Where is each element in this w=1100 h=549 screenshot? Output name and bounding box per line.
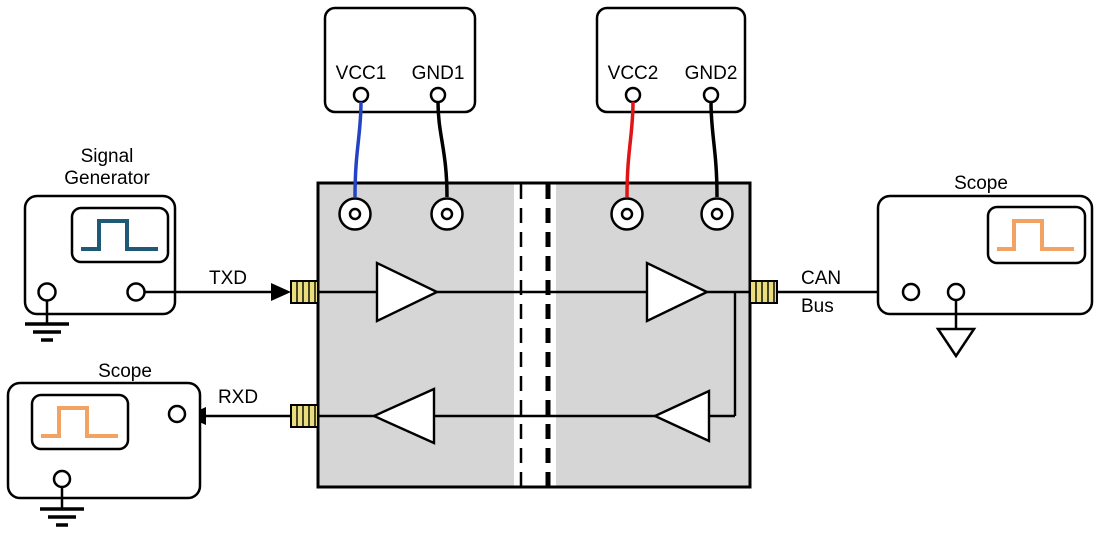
gnd1-wire: [436, 101, 449, 198]
signal-generator-label-line1: Signal: [81, 146, 134, 167]
driver-amp-right-icon: [645, 261, 710, 323]
scope-right-gnd-terminal[interactable]: [946, 282, 966, 302]
vcc1-label: VCC1: [336, 63, 387, 84]
signal-generator-gnd-terminal[interactable]: [37, 282, 57, 302]
vcc2-jack[interactable]: [610, 197, 644, 231]
scope-right-label: Scope: [954, 173, 1008, 194]
receiver-amp-right-icon: [652, 389, 711, 443]
gnd1-label: GND1: [412, 63, 465, 84]
scope-bottom-input-terminal[interactable]: [167, 404, 187, 424]
gnd1-supply-terminal[interactable]: [429, 86, 447, 104]
scope-bottom-earth-ground-icon: [40, 487, 84, 527]
scope-bottom-screen: [30, 393, 130, 451]
vcc2-supply-terminal[interactable]: [624, 86, 642, 104]
scope-bottom-label: Scope: [98, 361, 152, 382]
scope-right-chassis-ground-icon: [935, 300, 977, 359]
rxd-connection: RXD: [186, 387, 291, 425]
scope-bottom-pulse-icon: [41, 406, 118, 438]
gnd2-jack[interactable]: [700, 197, 734, 231]
can-bus-label-line2: Bus: [801, 296, 834, 317]
scope-bottom-gnd-terminal[interactable]: [52, 469, 72, 489]
txd-label: TXD: [209, 268, 247, 289]
scope-right-input-terminal[interactable]: [901, 282, 921, 302]
txd-pin-connector[interactable]: [290, 280, 319, 304]
scope-right-screen: [986, 205, 1087, 265]
rxd-label: RXD: [218, 387, 258, 408]
scope-right: Scope: [876, 173, 1094, 359]
power-supply-1: VCC1 GND1: [323, 6, 477, 198]
gnd1-jack[interactable]: [430, 197, 464, 231]
signal-generator-screen: [70, 206, 170, 264]
signal-generator-earth-ground-icon: [25, 300, 69, 342]
vcc2-wire: [625, 101, 635, 198]
power-supply-1-body: [323, 6, 477, 114]
gnd2-supply-terminal[interactable]: [702, 86, 720, 104]
scope-right-pulse-icon: [997, 219, 1074, 251]
can-bus-pin-connector[interactable]: [749, 280, 778, 304]
signal-generator-pulse-icon: [81, 219, 158, 251]
vcc1-wire: [353, 101, 363, 198]
can-bus-label-line1: CAN: [801, 268, 841, 289]
scope-bottom: Scope: [6, 361, 202, 527]
vcc1-jack[interactable]: [338, 197, 372, 231]
receiver-amp-left-icon: [371, 387, 436, 445]
transceiver-block: [290, 181, 778, 489]
power-supply-2-body: [595, 6, 747, 114]
gnd2-label: GND2: [685, 63, 738, 84]
signal-generator-label-line2: Generator: [64, 168, 150, 189]
vcc2-label: VCC2: [608, 63, 659, 84]
txd-arrowhead-icon: [271, 283, 291, 301]
gnd2-wire: [709, 101, 719, 198]
signal-generator-output-terminal[interactable]: [126, 282, 146, 302]
signal-generator: Signal Generator: [23, 146, 177, 342]
driver-amp-left-icon: [375, 261, 440, 323]
rxd-pin-connector[interactable]: [290, 404, 319, 428]
power-supply-2: VCC2 GND2: [595, 6, 747, 198]
txd-connection: TXD: [144, 268, 291, 301]
vcc1-supply-terminal[interactable]: [352, 86, 370, 104]
